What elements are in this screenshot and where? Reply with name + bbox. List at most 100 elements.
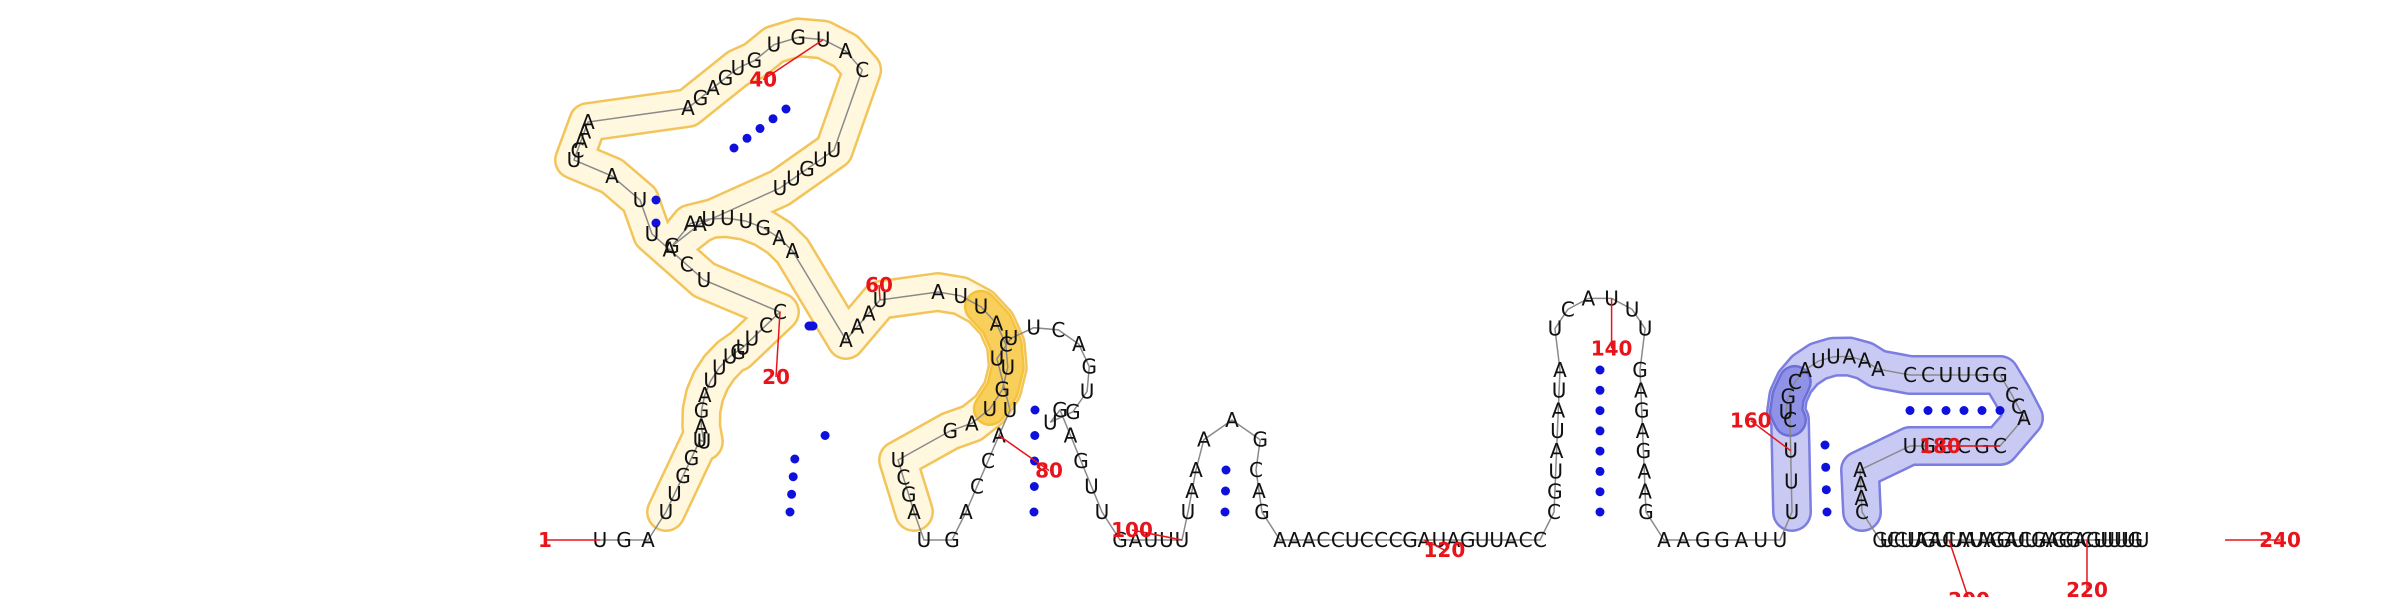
svg-text:140: 140 <box>1591 336 1633 360</box>
nucleotide: G <box>1996 528 2012 552</box>
nucleotide: U <box>697 430 712 454</box>
nucleotide: U <box>2114 528 2129 552</box>
nucleotide: A <box>931 280 945 304</box>
nucleotide: U <box>1773 528 1788 552</box>
base-pair-dot <box>1821 485 1831 495</box>
nucleotide: C <box>1788 370 1802 394</box>
position-label-200: 200 <box>1948 539 1990 597</box>
nucleotide: U <box>736 335 751 359</box>
nucleotide: U <box>1548 459 1563 483</box>
nucleotide: U <box>738 209 753 233</box>
base-pair-dot <box>1821 462 1831 472</box>
nucleotide: A <box>2039 528 2053 552</box>
nucleotide: U <box>982 397 997 421</box>
nucleotide: A <box>2004 528 2018 552</box>
svg-text:200: 200 <box>1948 588 1990 597</box>
nucleotide: A <box>839 39 853 63</box>
base-pair-dot <box>1595 507 1605 517</box>
svg-text:100: 100 <box>1111 518 1153 542</box>
svg-text:40: 40 <box>749 68 777 92</box>
nucleotide: U <box>1785 500 1800 524</box>
nucleotide: U <box>633 188 648 212</box>
base-pair-dot <box>742 133 752 143</box>
position-label-layer: 120406080100120140160180200220240 <box>538 38 2301 597</box>
nucleotide: G <box>944 528 960 552</box>
nucleotide: A <box>1798 358 1812 382</box>
nucleotide: G <box>2128 528 2144 552</box>
nucleotide: C <box>1783 408 1797 432</box>
svg-text:80: 80 <box>1035 459 1063 483</box>
base-pair-dot <box>808 321 818 331</box>
nucleotide: G <box>1695 528 1711 552</box>
nucleotide: U <box>2100 528 2115 552</box>
nucleotide: G <box>799 157 815 181</box>
nucleotide: U <box>2135 528 2150 552</box>
nucleotide: U <box>745 327 760 351</box>
nucleotide: U <box>1779 400 1794 424</box>
nucleotide: G <box>747 49 763 73</box>
nucleotide: A <box>581 110 595 134</box>
nucleotide: U <box>813 148 828 172</box>
nucleotide: A <box>1956 528 1970 552</box>
nucleotide: C <box>1903 363 1917 387</box>
backbone-path <box>573 36 2143 541</box>
nucleotide: G <box>664 234 680 258</box>
nucleotide: C <box>1547 500 1561 524</box>
nucleotide: G <box>684 446 700 470</box>
nucleotide: U <box>1638 317 1653 341</box>
nucleotide: G <box>1460 528 1476 552</box>
nucleotide: A <box>1064 424 1078 448</box>
nucleotide: A <box>2017 406 2031 430</box>
position-label-100: 100 <box>1111 518 1183 542</box>
position-label-60: 60 <box>865 273 893 301</box>
nucleotide: A <box>850 315 864 339</box>
svg-text:120: 120 <box>1424 538 1466 562</box>
nucleotide: G <box>1402 528 1418 552</box>
nucleotide: G <box>693 86 709 110</box>
nucleotide: G <box>1252 428 1268 452</box>
nucleotide: A <box>698 383 712 407</box>
nucleotide: C <box>1249 458 1263 482</box>
nucleotide: A <box>1185 479 1199 503</box>
nucleotide: U <box>659 500 674 524</box>
base-pair-dot <box>1977 406 1987 415</box>
nucleotide: C <box>1051 318 1065 342</box>
nucleotide: U <box>1026 316 1041 340</box>
nucleotide: U <box>1935 528 1950 552</box>
nucleotide: A <box>578 120 592 144</box>
nucleotide: A <box>839 328 853 352</box>
nucleotide: G <box>1547 480 1563 504</box>
nucleotide: U <box>827 138 842 162</box>
position-label-240: 240 <box>2225 528 2301 552</box>
svg-text:160: 160 <box>1730 409 1772 433</box>
nucleotide: U <box>953 284 968 308</box>
nucleotide: A <box>1858 349 1872 373</box>
base-pair-dot <box>781 104 791 114</box>
base-pair-dot <box>1941 406 1951 415</box>
nucleotide: U <box>891 448 906 472</box>
nucleotide: A <box>1504 528 1518 552</box>
base-pair-dot <box>1959 406 1969 415</box>
nucleotide: A <box>786 239 800 263</box>
position-label-40: 40 <box>749 38 824 92</box>
nucleotide: U <box>2093 528 2108 552</box>
base-pair-dot <box>1905 406 1915 415</box>
nucleotide: A <box>706 76 720 100</box>
nucleotide: U <box>1004 326 1019 350</box>
nucleotide: C <box>981 449 995 473</box>
nucleotide: U <box>1550 419 1565 443</box>
base-pair-dot <box>729 143 739 153</box>
base-pair-dot <box>790 454 800 464</box>
base-pair-dot <box>1995 406 2005 415</box>
nucleotide: C <box>1561 297 1575 321</box>
nucleotide: G <box>756 216 772 240</box>
nucleotide: G <box>616 528 632 552</box>
nucleotide: C <box>571 139 585 163</box>
position-label-220: 220 <box>2066 540 2108 597</box>
nucleotide: A <box>772 226 786 250</box>
nucleotide: A <box>1854 486 1868 510</box>
base-pair-dot <box>785 507 795 517</box>
nucleotide: U <box>1880 528 1895 552</box>
